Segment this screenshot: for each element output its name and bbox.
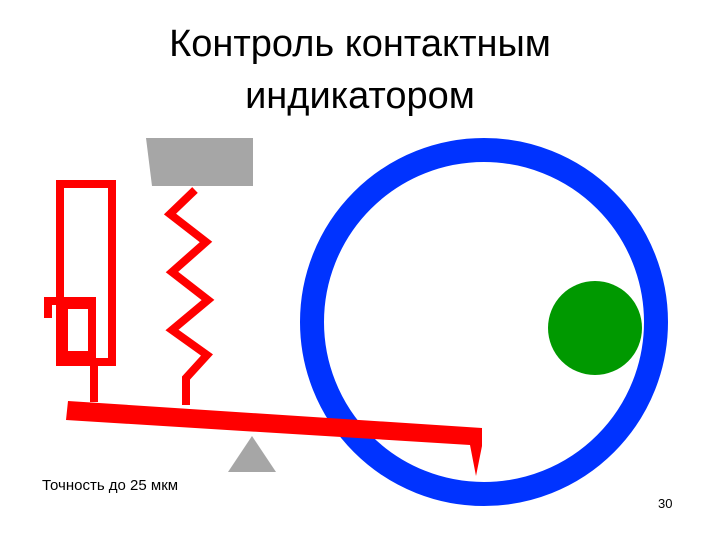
- accuracy-caption: Точность до 25 мкм: [42, 477, 179, 494]
- blue-ring: [300, 138, 668, 506]
- page-number: 30: [658, 496, 673, 511]
- title-line-1: Контроль контактным: [169, 23, 551, 65]
- slide-title: Контроль контактным индикатором: [0, 18, 720, 122]
- indicator-plunger-box: [60, 301, 96, 359]
- pivot-triangle: [228, 436, 276, 472]
- indicator-frame: [56, 180, 116, 366]
- title-line-2: индикатором: [245, 75, 475, 117]
- spring: [163, 187, 215, 405]
- lever-bar: [66, 401, 482, 476]
- gray-weight-block: [146, 138, 253, 186]
- green-ball: [548, 281, 642, 375]
